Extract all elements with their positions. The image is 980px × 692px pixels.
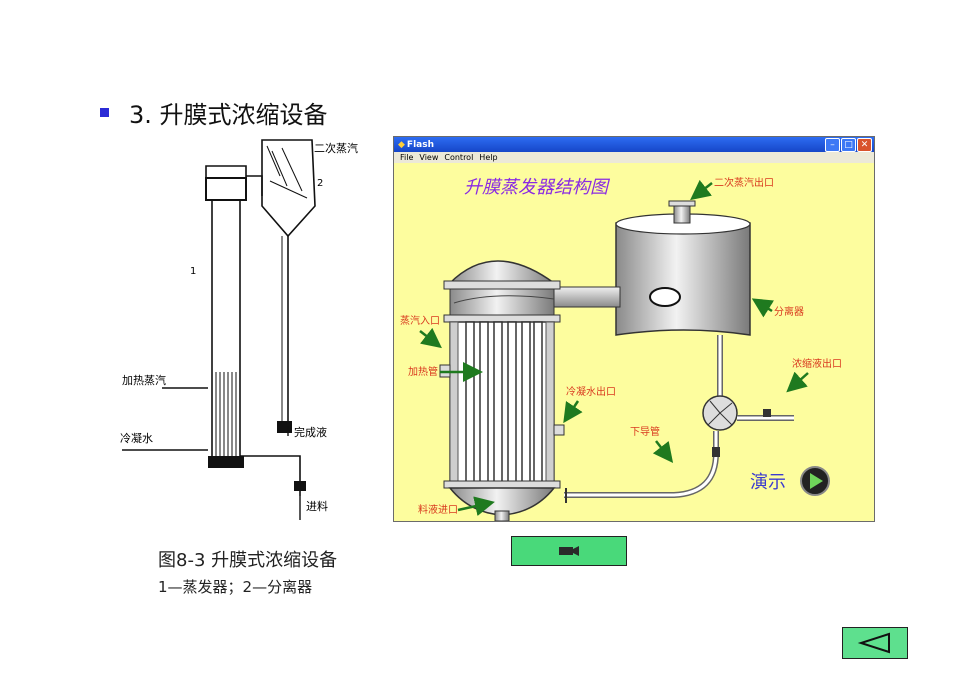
label-secondary-outlet: 二次蒸汽出口 — [714, 176, 774, 189]
evaporator-diagram: 升膜蒸发器结构图 — [400, 176, 842, 521]
heating-tubes — [465, 321, 543, 483]
menu-help[interactable]: Help — [479, 153, 498, 162]
close-button[interactable]: ✕ — [857, 138, 872, 152]
flash-window: ◆ Flash – □ ✕ File View Control Help — [393, 136, 875, 522]
label-concentrate-outlet: 浓缩液出口 — [792, 357, 842, 370]
video-camera-icon — [559, 546, 579, 556]
maximize-button[interactable]: □ — [841, 138, 856, 152]
left-triangle-icon — [857, 632, 890, 654]
demo-button[interactable]: 演示 — [750, 466, 830, 496]
heading-number: 3. — [129, 100, 152, 129]
sketch-label-heating-steam: 加热蒸汽 — [122, 373, 166, 387]
back-button[interactable] — [842, 627, 908, 659]
flash-stage: 升膜蒸发器结构图 — [394, 163, 874, 521]
window-title: Flash — [406, 139, 434, 150]
sketch-label-feed: 进料 — [306, 499, 328, 513]
play-video-button[interactable] — [511, 536, 627, 566]
sketch-label-condensate: 冷凝水 — [120, 431, 153, 445]
menu-view[interactable]: View — [419, 153, 439, 162]
figure-caption: 图8-3 升膜式浓缩设备 — [158, 550, 338, 571]
diagram-title: 升膜蒸发器结构图 — [464, 177, 611, 198]
label-separator: 分离器 — [774, 305, 804, 318]
menu-file[interactable]: File — [400, 153, 414, 162]
bullet-icon — [100, 107, 109, 117]
sketch-label-secondary-vapor: 二次蒸汽 — [314, 141, 358, 155]
menu-bar: File View Control Help — [394, 152, 874, 163]
menu-control[interactable]: Control — [444, 153, 474, 162]
sketch-drawing: 二次蒸汽 2 1 加热蒸汽 冷凝水 完成液 进料 — [120, 139, 358, 520]
slide-heading: 3. 升膜式浓缩设备 — [100, 92, 328, 132]
heading-title: 升膜式浓缩设备 — [159, 100, 328, 129]
flash-logo-icon: ◆ — [398, 139, 405, 150]
evaporator-sketch: 二次蒸汽 2 1 加热蒸汽 冷凝水 完成液 进料 — [112, 136, 374, 520]
window-titlebar: ◆ Flash – □ ✕ — [394, 137, 874, 152]
label-downcomer: 下导管 — [630, 425, 660, 438]
label-heating-tube: 加热管 — [408, 365, 438, 378]
label-condensate-outlet: 冷凝水出口 — [566, 385, 616, 398]
label-feed-inlet: 料液进口 — [418, 503, 458, 516]
demo-label: 演示 — [750, 472, 786, 493]
sketch-label-finished-liquid: 完成液 — [294, 425, 327, 439]
sketch-label-num1: 1 — [190, 266, 196, 277]
minimize-button[interactable]: – — [825, 138, 840, 152]
figure-subcaption: 1—蒸发器；2—分离器 — [158, 578, 313, 596]
sketch-label-num2: 2 — [317, 178, 323, 189]
label-steam-inlet: 蒸汽入口 — [400, 314, 440, 327]
